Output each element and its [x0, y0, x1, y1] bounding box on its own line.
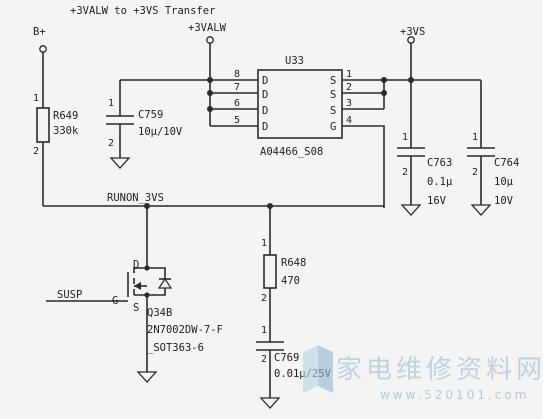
u33-pin-number: 7 — [234, 82, 240, 93]
u33-pin-name: G — [330, 121, 336, 133]
c769-pin2: 2 — [261, 354, 267, 365]
u33-pin-number: 4 — [346, 115, 352, 126]
q34b-ref: Q34B — [147, 307, 172, 319]
ground-symbol — [136, 371, 158, 383]
runon-net-label: RUNON_3VS — [107, 192, 164, 204]
u33-pin-name: D — [262, 121, 268, 133]
q34b-package: _SOT363-6 — [147, 342, 204, 354]
q34b-transistor: D G S Q34B 2N7002DW-7-F _SOT363-6 — [46, 206, 223, 360]
c764-rating: 10V — [494, 195, 514, 207]
c763-ref: C763 — [427, 157, 452, 169]
b-plus-rail-label: B+ — [33, 26, 46, 38]
watermark-url: www.520101.com — [380, 388, 529, 402]
u33-pin-number: 5 — [234, 115, 240, 126]
q34b-pin-g: G — [112, 295, 118, 307]
c759-pin2: 2 — [108, 138, 114, 149]
r649-pin2: 2 — [33, 146, 39, 157]
r649-resistor: 1 2 R649 330k — [33, 52, 79, 206]
ground-symbol — [470, 204, 492, 216]
junction-dot — [381, 90, 387, 96]
junction-dot — [381, 77, 387, 83]
ground-symbol — [400, 204, 422, 216]
c759-capacitor: 1 2 C759 10μ/10V — [106, 80, 183, 158]
b-plus-terminal — [39, 45, 47, 53]
u33-pin-number: 2 — [346, 82, 352, 93]
watermark: 家电维修资料网 www.520101.com — [303, 345, 543, 402]
c763-capacitor: 1 2 C763 0.1μ 16V — [397, 132, 453, 207]
c764-ref: C764 — [494, 157, 519, 169]
c764-capacitor: 1 2 C764 10μ 10V — [467, 80, 519, 207]
q34b-part: 2N7002DW-7-F — [147, 324, 223, 336]
u33-ref: U33 — [285, 55, 304, 67]
c763-rating: 16V — [427, 195, 447, 207]
susp-net-label: SUSP — [57, 289, 82, 301]
watermark-logo-icon — [303, 345, 333, 393]
u33-pin-name: D — [262, 75, 268, 87]
ground-symbol — [109, 157, 131, 169]
schematic-title: +3VALW to +3VS Transfer — [70, 5, 215, 17]
c759-value: 10μ/10V — [138, 126, 183, 138]
q34b-pin-s: S — [133, 302, 139, 314]
c759-pin1: 1 — [108, 98, 114, 109]
v3vs-terminal — [407, 36, 415, 44]
gate-wire — [342, 125, 385, 208]
r648-pin2: 2 — [261, 293, 267, 304]
v3valw-terminal — [206, 36, 214, 44]
u33-pin-name: S — [330, 89, 336, 101]
u33-pin-name: D — [262, 105, 268, 117]
c764-value: 10μ — [494, 176, 514, 188]
junction-dot — [207, 90, 213, 96]
c769-ref: C769 — [274, 352, 299, 364]
c764-pin1: 1 — [472, 132, 478, 143]
u33-pin-number: 3 — [346, 98, 352, 109]
u33-pin-number: 1 — [346, 69, 352, 80]
u33-pin-number: 6 — [234, 98, 240, 109]
c763-pin2: 2 — [402, 167, 408, 178]
r648-value: 470 — [281, 275, 300, 287]
r649-ref: R649 — [53, 110, 78, 122]
r649-pin1: 1 — [33, 93, 39, 104]
r649-value: 330k — [53, 125, 79, 137]
c764-pin2: 2 — [472, 167, 478, 178]
r648-ref: R648 — [281, 257, 306, 269]
u33-pin-name: S — [330, 75, 336, 87]
junction-dot — [207, 77, 213, 83]
c759-ref: C759 — [138, 109, 163, 121]
u33-pin-name: D — [262, 89, 268, 101]
u33-part: A04466_S08 — [260, 146, 323, 158]
ground-symbol — [259, 397, 281, 409]
v3vs-rail-label: +3VS — [400, 26, 425, 38]
u33-pin-name: S — [330, 105, 336, 117]
c763-pin1: 1 — [402, 132, 408, 143]
r648-pin1: 1 — [261, 238, 267, 249]
watermark-text: 家电维修资料网 — [336, 355, 543, 385]
u33-chip: U33 A04466_S08 8 7 6 5 D D D D S S S G 1… — [234, 55, 352, 158]
junction-dot — [207, 106, 213, 112]
c769-pin1: 1 — [261, 325, 267, 336]
v3valw-rail-label: +3VALW — [188, 22, 227, 34]
r648-resistor: 1 2 R648 470 — [261, 206, 306, 342]
u33-pin-number: 8 — [234, 69, 240, 80]
junction-dot — [408, 77, 414, 83]
c763-value: 0.1μ — [427, 176, 453, 188]
q34b-pin-d: D — [133, 259, 139, 271]
